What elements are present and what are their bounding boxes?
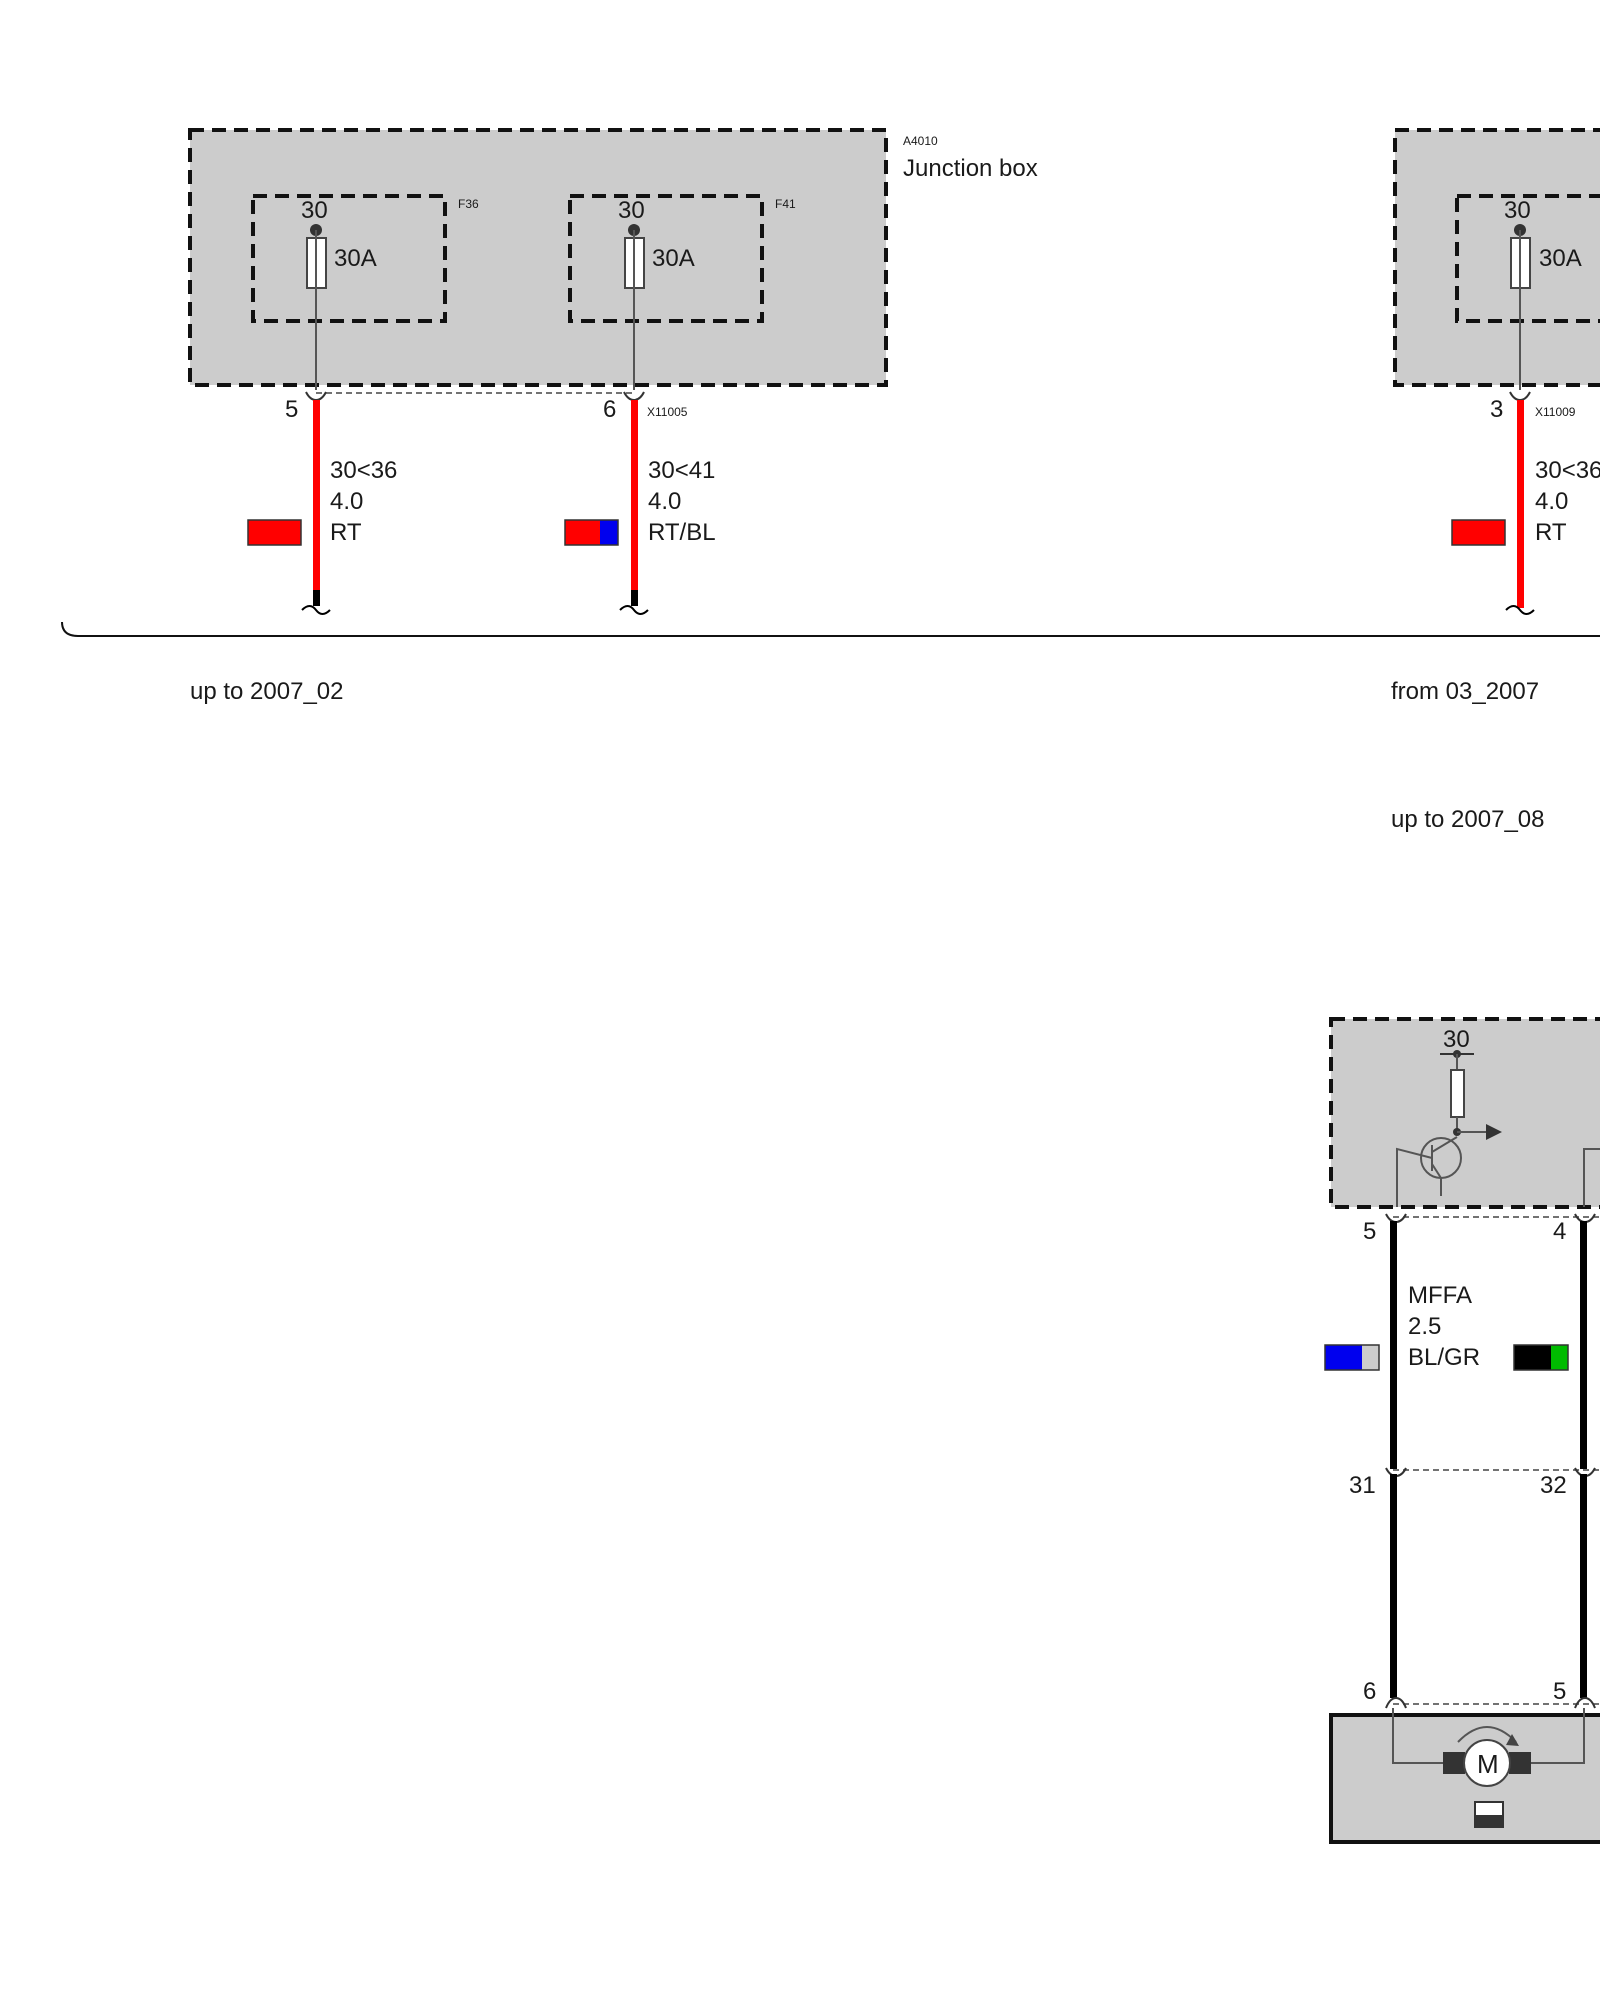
fuse-f41-rating: 30A bbox=[652, 245, 695, 272]
pin-bottom-5: 5 bbox=[1553, 1678, 1566, 1705]
wire-mffa-gauge: 2.5 bbox=[1408, 1313, 1441, 1340]
junction-box-outline bbox=[188, 128, 888, 387]
color-swatch-rt-1 bbox=[247, 519, 302, 546]
color-swatch-sw-gn-green bbox=[1551, 1345, 1568, 1370]
motor-lead-right bbox=[1530, 1708, 1585, 1764]
color-swatch-sw-gn-black bbox=[1514, 1345, 1551, 1370]
wire-30-36-left bbox=[313, 400, 320, 592]
wire-break-right bbox=[1505, 605, 1535, 615]
note-up-to-2007-02: up to 2007_02 bbox=[190, 678, 343, 705]
transistor-emitter bbox=[1431, 1163, 1442, 1179]
right-lead bbox=[1583, 1148, 1600, 1207]
variant-separator-line bbox=[61, 621, 1600, 637]
wire-gauge-2: 4.0 bbox=[648, 488, 681, 515]
resistor-symbol bbox=[1450, 1069, 1465, 1118]
fuse-partial-terminal: 30 bbox=[1504, 197, 1531, 224]
wire-break-middle bbox=[619, 605, 649, 615]
fuse-partial-outline bbox=[1455, 194, 1600, 323]
color-swatch-rt-3 bbox=[1451, 519, 1506, 546]
motor-letter: M bbox=[1477, 1749, 1499, 1779]
fuse-partial-rating: 30A bbox=[1539, 245, 1582, 272]
pin-hook-top-right bbox=[1574, 1213, 1596, 1224]
motor-rotation-arrowhead bbox=[1506, 1734, 1519, 1746]
color-swatch-bl-gr-blue bbox=[1325, 1345, 1362, 1370]
wire-30-36-right bbox=[1517, 400, 1524, 608]
wire-30-41 bbox=[631, 400, 638, 592]
control-unit-outline bbox=[1329, 1017, 1600, 1209]
position-sensor-fill bbox=[1475, 1815, 1503, 1827]
pin-top-5: 5 bbox=[1363, 1218, 1376, 1245]
wire-gauge-1: 4.0 bbox=[330, 488, 363, 515]
color-swatch-rt-bl-red bbox=[565, 520, 600, 545]
fuse-f36-ref: F36 bbox=[458, 197, 479, 211]
pin-mid-32: 32 bbox=[1540, 1472, 1567, 1499]
note-from-03-2007: from 03_2007 bbox=[1391, 678, 1539, 705]
fuse-f41-ref: F41 bbox=[775, 197, 796, 211]
note-up-to-2007-08: up to 2007_08 bbox=[1391, 806, 1544, 833]
pin-top-4: 4 bbox=[1553, 1218, 1566, 1245]
wire-right-black bbox=[1580, 1221, 1587, 1469]
output-arrow-icon bbox=[1486, 1124, 1502, 1140]
wire-mffa-lower bbox=[1390, 1474, 1397, 1698]
wire-30-41-end bbox=[631, 590, 638, 606]
wire-30-36-left-end bbox=[313, 590, 320, 606]
wire-mffa-signal: MFFA bbox=[1408, 1282, 1472, 1309]
wire-color-code-3: RT bbox=[1535, 519, 1567, 546]
junction-box-partial-group: 30 30A 3 X11009 30<36 4.0 RT bbox=[1393, 128, 1600, 615]
fuse-f41-outline bbox=[568, 194, 764, 323]
transistor-base-lead bbox=[1396, 1147, 1433, 1207]
motor-brush-left bbox=[1443, 1752, 1465, 1774]
fuse-f36-outline bbox=[251, 194, 447, 323]
color-swatch-sw-gn-outline bbox=[1513, 1344, 1569, 1371]
junction-box-name: Junction box bbox=[903, 155, 1038, 182]
fuse-f36-rating: 30A bbox=[334, 245, 377, 272]
color-swatch-bl-gr-outline bbox=[1324, 1344, 1380, 1371]
wire-mffa-color-code: BL/GR bbox=[1408, 1344, 1480, 1371]
fuse-f36-terminal: 30 bbox=[301, 197, 328, 224]
color-swatch-rt-bl-blue bbox=[600, 520, 618, 545]
transistor-collector bbox=[1431, 1136, 1458, 1153]
color-swatch-bl-gr-grey bbox=[1362, 1345, 1379, 1370]
lower-circuit-group: 30 5 4 MFFA 2.5 BL/GR 31 bbox=[1324, 1017, 1600, 1844]
wire-color-code-2: RT/BL bbox=[648, 519, 716, 546]
motor-icon bbox=[1463, 1739, 1511, 1787]
wire-break-left bbox=[301, 605, 331, 615]
wire-color-code-1: RT bbox=[330, 519, 362, 546]
pin-hook-bottom-right bbox=[1574, 1696, 1596, 1709]
wire-signal-2: 30<41 bbox=[648, 457, 715, 484]
pin-number-5: 5 bbox=[285, 396, 298, 423]
motor-lead-left bbox=[1392, 1708, 1443, 1764]
wire-signal-3: 30<36 bbox=[1535, 457, 1600, 484]
wire-gauge-3: 4.0 bbox=[1535, 488, 1568, 515]
pin-hook-top-left bbox=[1385, 1213, 1407, 1224]
control-unit-terminal: 30 bbox=[1443, 1026, 1470, 1053]
pin-number-3: 3 bbox=[1490, 396, 1503, 423]
wire-right-black-lower bbox=[1580, 1474, 1587, 1698]
motor-brush-right bbox=[1509, 1752, 1531, 1774]
junction-box-partial-outline bbox=[1393, 128, 1600, 387]
junction-box-group: A4010 Junction box F36 30 30A F41 30 30A… bbox=[188, 128, 1038, 615]
color-swatch-rt-bl-outline bbox=[564, 519, 619, 546]
pin-bottom-6: 6 bbox=[1363, 1678, 1376, 1705]
connector-x11009-label: X11009 bbox=[1535, 405, 1576, 419]
pin-hook-bottom-left bbox=[1385, 1696, 1407, 1709]
fuse-f41-terminal: 30 bbox=[618, 197, 645, 224]
pin-number-6: 6 bbox=[603, 396, 616, 423]
junction-box-id: A4010 bbox=[903, 134, 938, 148]
wire-signal-1: 30<36 bbox=[330, 457, 397, 484]
wire-mffa bbox=[1390, 1221, 1397, 1469]
connector-x11005-label: X11005 bbox=[647, 405, 688, 419]
pin-mid-31: 31 bbox=[1349, 1472, 1376, 1499]
pin-hook-3 bbox=[1509, 391, 1531, 402]
